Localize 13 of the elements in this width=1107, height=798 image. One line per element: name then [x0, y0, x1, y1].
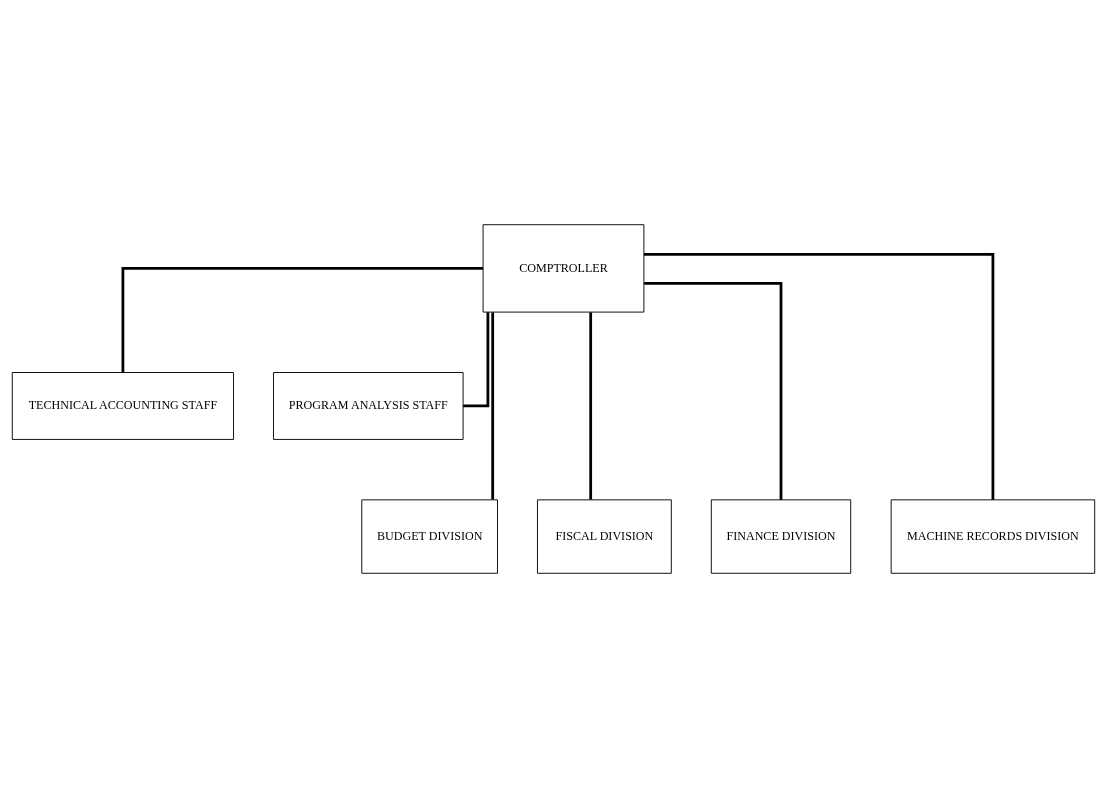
node-box: PROGRAM ANALYSIS STAFF	[273, 372, 464, 440]
connector	[121, 267, 483, 373]
connector	[491, 312, 495, 500]
node-box: COMPTROLLER	[482, 224, 645, 313]
node-box: FISCAL DIVISION	[537, 499, 672, 574]
node-box: TECHNICAL ACCOUNTING STAFF	[11, 372, 234, 440]
connector	[644, 253, 995, 500]
connector	[644, 281, 783, 500]
node-box: MACHINE RECORDS DIVISION	[890, 499, 1096, 574]
node-box: FINANCE DIVISION	[710, 499, 852, 574]
connector	[589, 312, 593, 500]
connector	[463, 312, 490, 408]
node-box: BUDGET DIVISION	[361, 499, 498, 574]
